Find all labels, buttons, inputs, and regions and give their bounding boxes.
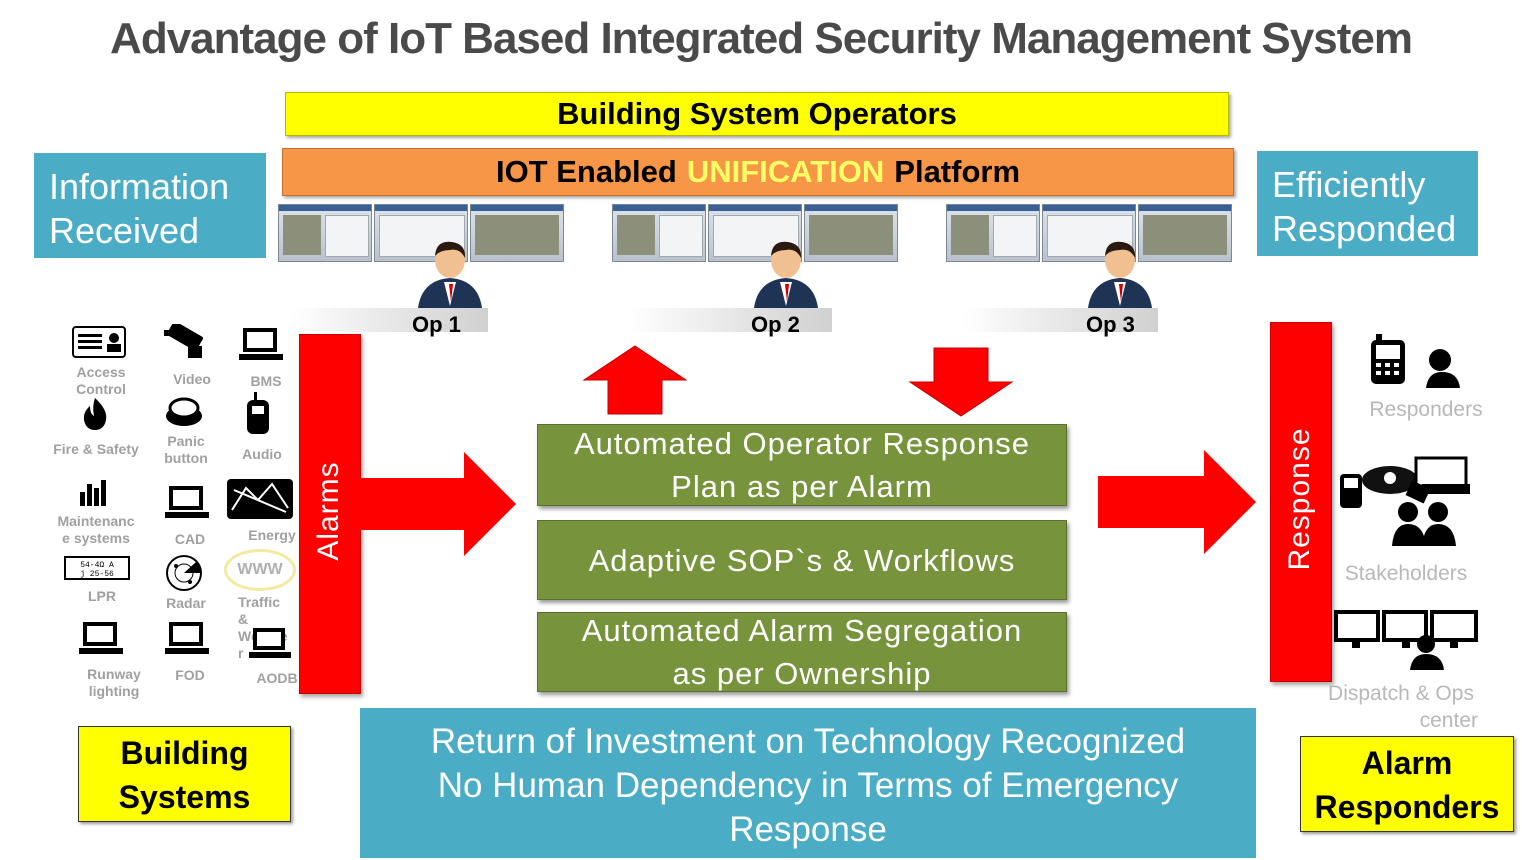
monitor-icon (1138, 204, 1232, 262)
system-label: Access Control (76, 364, 126, 397)
information-received-box: Information Received (34, 153, 266, 258)
license-plate-icon: 54-4Ω A j 25-56 (64, 556, 130, 580)
stakeholders-label: Stakeholders (1344, 562, 1468, 585)
responders-line1: Alarm (1361, 745, 1453, 781)
process-line: as per Ownership (672, 656, 932, 691)
building-systems-box: Building Systems (78, 726, 291, 822)
svg-text:j 25-56: j 25-56 (80, 570, 114, 579)
building-line2: Systems (118, 779, 251, 815)
right-arrow-icon (1098, 450, 1256, 554)
laptop-icon (165, 486, 209, 518)
operator-label-2: Op 2 (751, 312, 800, 337)
bar-chart-icon (80, 480, 106, 506)
system-label: CAD (174, 531, 206, 547)
platform-highlight: UNIFICATION (686, 154, 885, 189)
right-arrow-icon (358, 452, 516, 556)
eff-line1: Efficiently (1272, 164, 1426, 205)
eff-line2: Responded (1272, 208, 1457, 249)
monitor-icon (708, 204, 802, 262)
monitor-icon (278, 204, 372, 262)
process-line: Automated Alarm Segregation (581, 613, 1023, 648)
monitor-group-1 (278, 204, 564, 262)
process-box-response-plan: Automated Operator Response Plan as per … (537, 424, 1067, 506)
monitor-icon (612, 204, 706, 262)
laptop-icon (165, 622, 209, 654)
laptop-icon (79, 622, 123, 654)
operator-workstation-1 (278, 204, 564, 262)
system-label: LPR (88, 588, 116, 604)
up-arrow-icon (582, 345, 688, 415)
efficiently-responded-box: Efficiently Responded (1257, 151, 1478, 256)
operator-person-icon (754, 241, 818, 308)
operator-label-3: Op 3 (1086, 312, 1135, 337)
operator-person-icon (1088, 241, 1152, 308)
response-label: Response (1283, 427, 1316, 571)
roi-line1: Return of Investment on Technology Recog… (430, 722, 1186, 761)
dispatch-label: Dispatch & Ops center (1328, 682, 1478, 732)
system-label: Fire & Safety (53, 441, 139, 457)
operator-label-1: Op 1 (412, 312, 461, 337)
fire-icon (83, 398, 107, 430)
process-line: Automated Operator Response (573, 426, 1031, 461)
operator-workstation-2 (612, 204, 898, 262)
operator-desk-3 (962, 308, 1158, 332)
platform-prefix: IOT Enabled (495, 154, 677, 189)
laptop-icon (239, 328, 283, 360)
alarms-label: Alarms (312, 461, 345, 561)
building-line1: Building (120, 735, 249, 771)
monitor-icon (470, 204, 564, 262)
mobile-phone-icon (1371, 334, 1405, 384)
alarm-responders-box: Alarm Responders (1300, 736, 1514, 832)
monitor-icon (804, 204, 898, 262)
platform-bar: IOT Enabled UNIFICATION Platform (282, 148, 1234, 196)
roi-box: Return of Investment on Technology Recog… (360, 708, 1256, 858)
svg-text:54-4Ω A: 54-4Ω A (80, 561, 114, 570)
person-silhouette-icon (1426, 349, 1460, 388)
radar-icon (166, 555, 202, 591)
stakeholders-group-icon (1340, 456, 1470, 546)
response-bar (1270, 322, 1332, 682)
system-label: Audio (242, 446, 282, 462)
system-label: Video (173, 371, 211, 387)
responders-label: Responders (1369, 398, 1483, 421)
video-camera-icon (164, 324, 203, 358)
access-card-icon (72, 326, 126, 358)
roi-line2: No Human Dependency in Terms of Emergenc… (437, 766, 1179, 805)
operator-desk-1 (290, 308, 488, 332)
system-label: BMS (250, 373, 282, 389)
responders-line2: Responders (1314, 789, 1500, 825)
down-arrow-icon (908, 347, 1014, 417)
system-label: Energy (248, 527, 296, 543)
panic-button-icon (166, 397, 202, 426)
operator-person-icon (418, 241, 482, 308)
process-box-sop-workflows: Adaptive SOP`s & Workflows (537, 520, 1067, 600)
process-line: Adaptive SOP`s & Workflows (588, 542, 1016, 578)
system-label: AODB (256, 670, 298, 686)
laptop-icon (249, 628, 291, 658)
operator-desk-2 (628, 308, 832, 332)
system-label: Maintenanc e systems (57, 513, 135, 546)
dispatch-center-icon (1334, 610, 1478, 670)
system-label: Runway lighting (87, 666, 141, 699)
platform-suffix: Platform (894, 154, 1021, 189)
system-label: FOD (175, 667, 205, 683)
radio-icon (247, 392, 269, 434)
process-box-alarm-segregation: Automated Alarm Segregation as per Owner… (537, 612, 1067, 692)
page-title: Advantage of IoT Based Integrated Securi… (110, 14, 1413, 63)
operators-bar: Building System Operators (285, 92, 1229, 136)
process-line: Plan as per Alarm (671, 469, 933, 504)
www-icon: WWW (224, 549, 296, 591)
energy-map-icon (227, 479, 293, 519)
info-line1: Information (49, 166, 230, 207)
roi-line3: Response (729, 810, 887, 849)
system-label: Panic button (164, 433, 208, 466)
system-label: Radar (166, 595, 206, 611)
info-line2: Received (49, 210, 200, 251)
monitor-icon (946, 204, 1040, 262)
